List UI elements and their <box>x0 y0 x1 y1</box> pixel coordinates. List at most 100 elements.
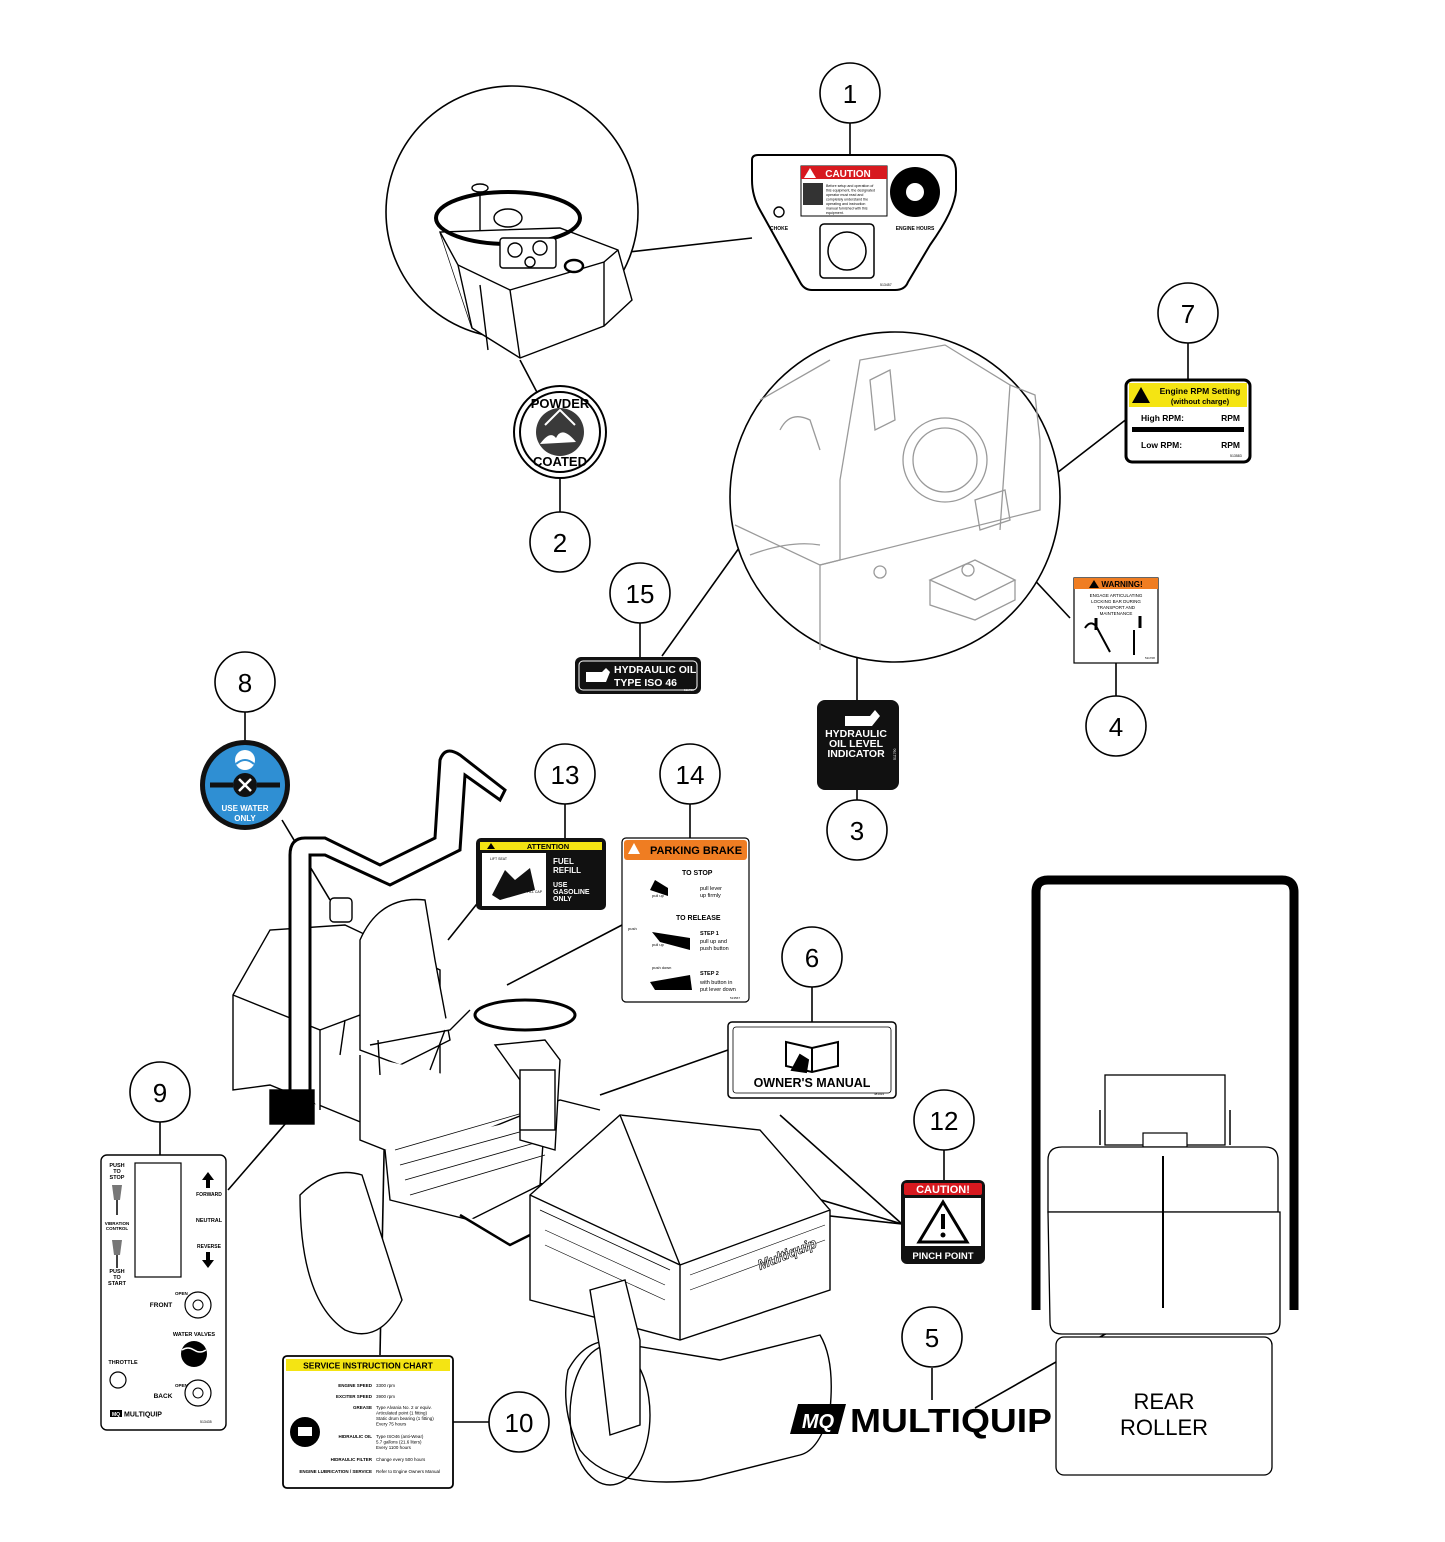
decal-10-row-value: Refer to Engine Owners Manual <box>376 1469 440 1474</box>
decal-10-row-label: ENGINE SPEED <box>338 1383 373 1388</box>
rear-roller-line-2: ROLLER <box>1120 1415 1208 1440</box>
decal-12-header: CAUTION! <box>916 1184 970 1196</box>
decal-4-body: LOCKING BAR DURING <box>1091 599 1141 604</box>
decal-9-push-to-start: PUSH <box>109 1269 124 1275</box>
decal-8-line-1: USE WATER <box>222 804 269 813</box>
decal-13-line-5: ONLY <box>553 896 572 903</box>
decal-14-step2: STEP 2 <box>700 971 719 977</box>
decal-14-to-release: TO RELEASE <box>676 915 721 922</box>
decal-1-body-line: this equipment, the designated <box>826 189 875 193</box>
callout-2-label: 2 <box>553 528 567 558</box>
decal-9-control-panel: PUSH TO STOP VIBRATION CONTROL PUSH TO S… <box>100 1154 227 1431</box>
detail-engine-bay <box>729 331 1061 663</box>
decal-1-body-line: operator must read and <box>826 193 863 197</box>
decal-13-lift-label: LIFT SEAT <box>490 857 508 861</box>
decal-10-row-value: Every 1100 hours <box>376 1445 412 1450</box>
decal-14-step2-text: with button in <box>699 980 732 986</box>
decal-9-open: OPEN <box>175 1291 188 1296</box>
decal-15-part: 511789 <box>684 688 694 692</box>
callout-12-label: 12 <box>930 1106 959 1136</box>
decal-14-push-down: push down <box>652 965 671 970</box>
decal-10-row-value: Static drum bearing (1 fitting) <box>376 1416 434 1421</box>
callout-8-label: 8 <box>238 668 252 698</box>
decal-4-body: ENGAGE ARTICULATING <box>1090 593 1143 598</box>
decal-7-low-unit: RPM <box>1221 440 1240 450</box>
callout-4-label: 4 <box>1109 712 1123 742</box>
callout-9-label: 9 <box>153 1078 167 1108</box>
decal-14-pull-up-2: pull up <box>652 942 665 947</box>
decal-3-line-1: HYDRAULIC <box>825 728 887 740</box>
decal-1-body-line: Before setup and operation of <box>826 184 873 188</box>
decal-4-part: 511708 <box>1145 656 1155 660</box>
decal-3-line-3: INDICATOR <box>827 748 885 760</box>
decal-1-part: 513457 <box>880 283 892 287</box>
decal-14-to-stop: TO STOP <box>682 870 713 877</box>
rear-roller-box <box>1055 1336 1273 1476</box>
water-tank-cap <box>329 897 353 923</box>
roller-machine: Multiquip <box>232 749 832 1486</box>
decal-3-line-2: OIL LEVEL <box>829 738 884 750</box>
decal-4-header: WARNING! <box>1101 580 1142 589</box>
callout-9: 9 <box>129 1061 191 1123</box>
decal-9-vibration: VIBRATION <box>105 1221 129 1226</box>
callout-5-label: 5 <box>925 1323 939 1353</box>
decal-4-body: MAINTENANCE <box>1100 611 1133 616</box>
decal-1-body-line: manual furnished with this <box>826 207 868 211</box>
decal-10-row-value: 5.7 gallons (21.6 liters) <box>376 1440 422 1445</box>
decal-13-line-2: REFILL <box>553 866 581 875</box>
callout-5: 5 <box>901 1306 963 1368</box>
decal-7-subtitle: (without charge) <box>1171 397 1230 406</box>
decal-9-brand: MULTIQUIP <box>124 1412 162 1419</box>
decal-7-high-label: High RPM: <box>1141 413 1184 423</box>
decal-10-row-value: 3900 rpm <box>376 1394 395 1399</box>
callout-14-label: 14 <box>676 760 705 790</box>
decal-10-row-value: Change every 500 hours <box>376 1457 426 1462</box>
decal-1-body-line: operating and instruction <box>826 202 865 206</box>
callout-7-label: 7 <box>1181 299 1195 329</box>
decal-9-water-valves: WATER VALVES <box>173 1332 216 1338</box>
decal-1-engine-hours-label: ENGINE HOURS <box>896 226 935 232</box>
decal-10-service-chart: SERVICE INSTRUCTION CHART ENGINE SPEED 3… <box>282 1355 454 1489</box>
decal-14-part: 513567 <box>730 996 740 1000</box>
decal-1-caution: CAUTION <box>825 169 871 180</box>
decal-13-header: ATTENTION <box>527 842 569 851</box>
decal-14-stop-text: pull lever <box>700 886 722 892</box>
decal-15-line-2: TYPE ISO 46 <box>614 677 677 689</box>
reverse-arrow-icon <box>202 1252 214 1268</box>
decal-9-push-to-stop: STOP <box>110 1175 125 1181</box>
callout-2: 2 <box>529 511 591 573</box>
decal-10-row-value: Articulated point (1 fitting) <box>376 1411 428 1416</box>
decal-1-body-line: completely understand the <box>826 198 868 202</box>
callout-14: 14 <box>659 743 721 805</box>
decal-10-row-value: Every 75 hours <box>376 1422 407 1427</box>
decal-9-push-to-start: TO <box>113 1275 121 1281</box>
callout-8: 8 <box>214 651 276 713</box>
decal-9-front: FRONT <box>150 1302 172 1309</box>
decal-5-multiquip-logo: MQ MULTIQUIP <box>790 1402 1052 1439</box>
callout-1: 1 <box>819 62 881 124</box>
decal-4-warning-locking-bar: WARNING! ENGAGE ARTICULATING LOCKING BAR… <box>1073 577 1159 664</box>
decal-13-line-1: FUEL <box>553 857 574 866</box>
decal-9-back: BACK <box>154 1393 173 1400</box>
vibration-switch-icon <box>112 1185 122 1268</box>
decal-12-pinch-point: CAUTION! PINCH POINT <box>901 1180 985 1264</box>
decal-7-engine-rpm-setting: Engine RPM Setting (without charge) High… <box>1124 378 1252 464</box>
decal-10-row-value: Type ISO46 (anti-Wear) <box>376 1434 424 1439</box>
decal-10-row-label: HIDRAULIC FILTER <box>331 1457 373 1462</box>
callout-6-label: 6 <box>805 943 819 973</box>
decal-14-header: PARKING BRAKE <box>650 845 742 857</box>
decal-8-use-water-only: USE WATER ONLY <box>200 740 290 830</box>
callout-13: 13 <box>534 743 596 805</box>
decal-14-step1-text: pull up and <box>700 939 727 945</box>
callout-13-label: 13 <box>551 760 580 790</box>
decal-1-body-line: equipment. <box>826 211 844 215</box>
decal-2-bottom-label: COATED <box>533 454 587 469</box>
callout-3-label: 3 <box>850 816 864 846</box>
decal-7-low-label: Low RPM: <box>1141 440 1182 450</box>
decal-10-row-label: ENGINE LUBRICATION / SERVICE <box>299 1469 372 1474</box>
decal-9-forward: FORWARD <box>196 1192 222 1198</box>
decal-6-owners-manual: OWNER'S MANUAL 481024 <box>727 1021 897 1099</box>
callout-3: 3 <box>826 799 888 861</box>
callout-15: 15 <box>609 562 671 624</box>
